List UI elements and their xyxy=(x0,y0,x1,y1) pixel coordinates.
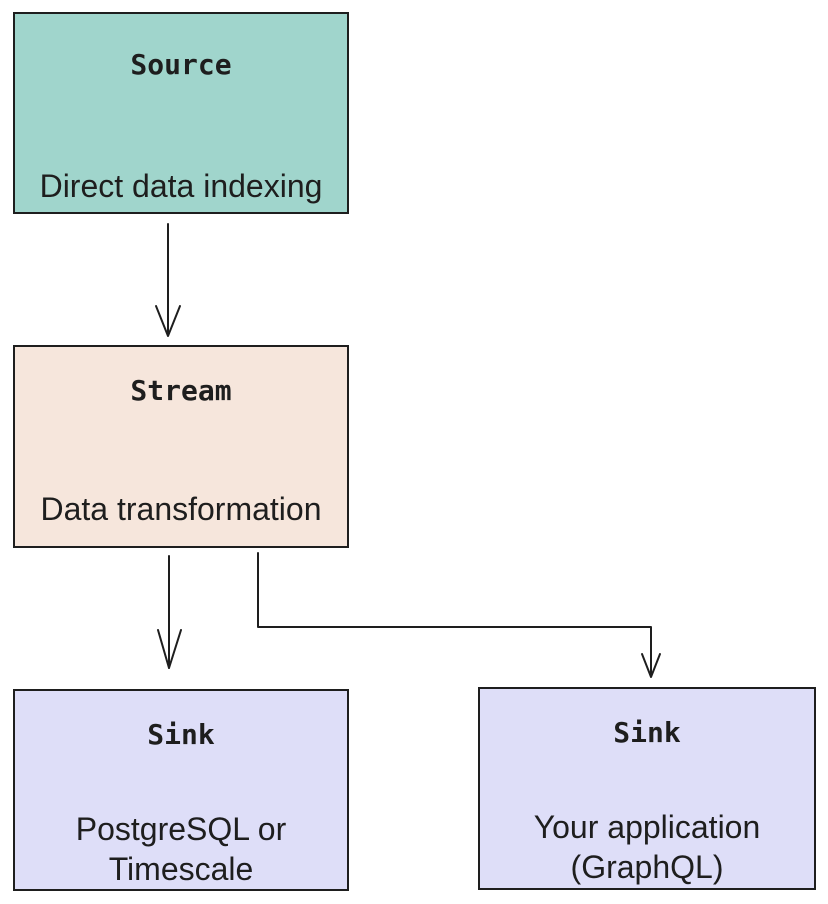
edge-stream-to-sink-db xyxy=(157,555,182,669)
sink-database-title: Sink xyxy=(147,718,215,751)
stream-description-line: Data transformation xyxy=(40,491,322,527)
source-description: Direct data indexing xyxy=(15,166,347,206)
sink-application-title: Sink xyxy=(613,716,681,749)
sink-application-node: Sink Your application (GraphQL) xyxy=(478,687,816,890)
sink-database-description-line-2: Timescale xyxy=(108,851,254,887)
sink-application-description-line-1: Your application xyxy=(533,809,761,845)
sink-application-description: Your application (GraphQL) xyxy=(480,807,814,887)
stream-node: Stream Data transformation xyxy=(13,345,349,548)
sink-application-description-line-2: (GraphQL) xyxy=(570,849,724,885)
source-description-line: Direct data indexing xyxy=(39,168,323,204)
sink-database-description: PostgreSQL or Timescale xyxy=(15,809,347,889)
sink-database-description-line-1: PostgreSQL or xyxy=(75,811,287,847)
edge-stream-to-sink-app xyxy=(257,552,661,678)
sink-database-node: Sink PostgreSQL or Timescale xyxy=(13,689,349,891)
stream-title: Stream xyxy=(130,374,232,407)
source-node: Source Direct data indexing xyxy=(13,12,349,214)
stream-description: Data transformation xyxy=(15,489,347,529)
edge-source-to-stream xyxy=(155,223,181,337)
source-title: Source xyxy=(130,48,232,81)
